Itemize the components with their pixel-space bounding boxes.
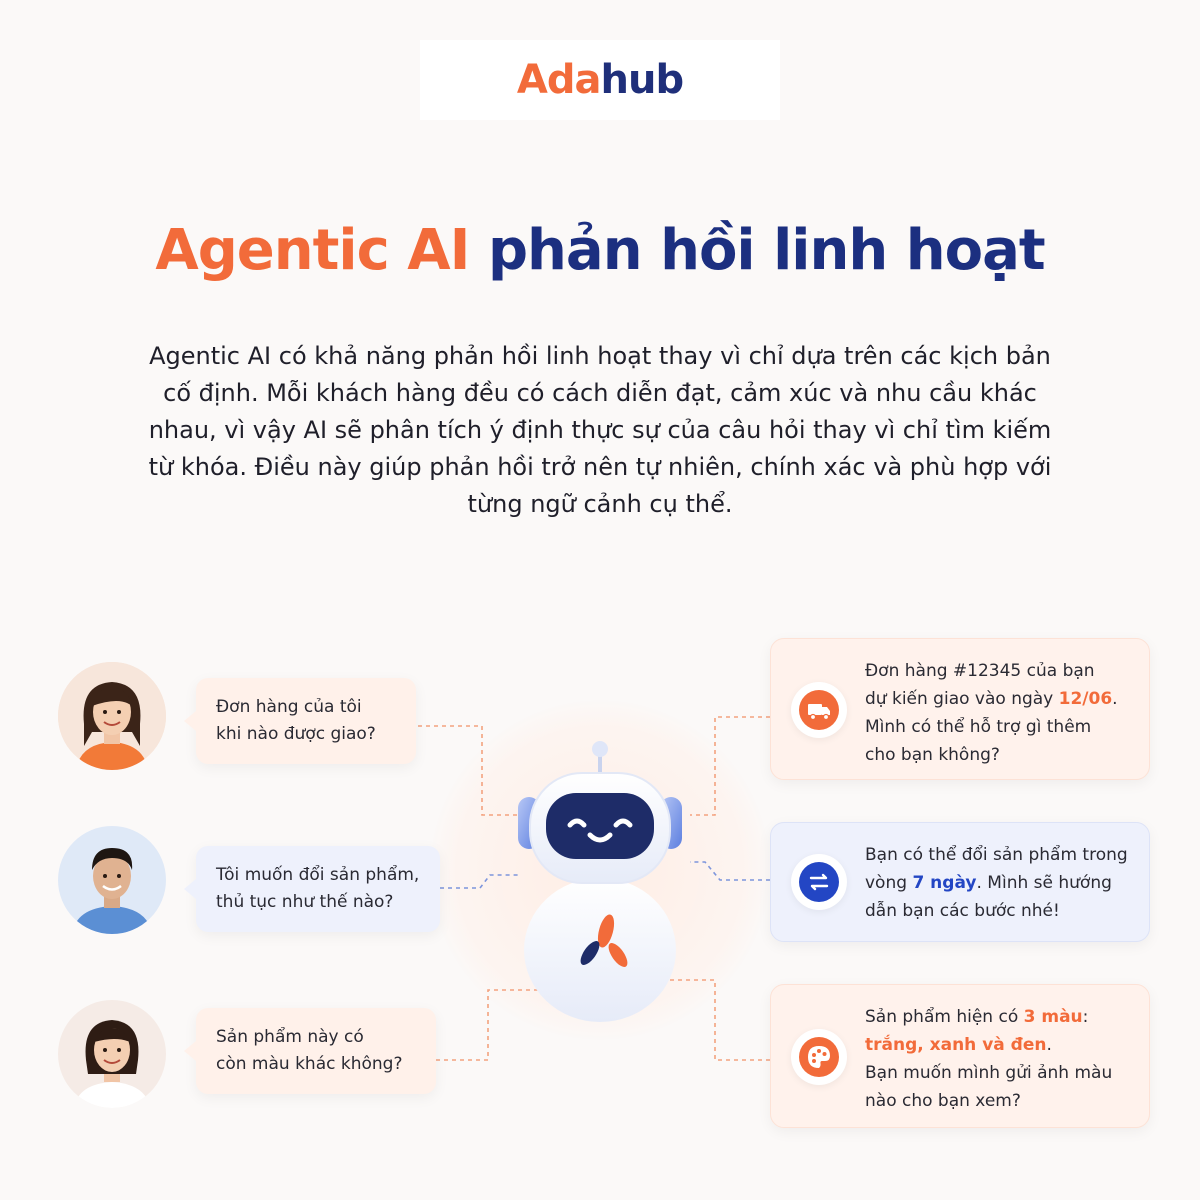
answer-3-line-1-text: Sản phẩm hiện có (865, 1007, 1024, 1027)
adahub-emblem-icon (580, 914, 628, 967)
answer-1-line-4: cho bạn không? (865, 745, 1000, 765)
question-2-line-1: Tôi muốn đổi sản phẩm, (216, 865, 420, 885)
connector-a3 (660, 979, 770, 1061)
avatar-illustration-1 (58, 662, 166, 770)
connector-q2 (440, 874, 520, 889)
connector-q3 (436, 989, 540, 1061)
answer-1-line-1: Đơn hàng #12345 của bạn (865, 661, 1095, 681)
answer-2-line-2-end: . Mình sẽ hướng (976, 873, 1112, 893)
answer-2-line-2: vòng 7 ngày. Mình sẽ hướng (865, 869, 1129, 897)
title-rest: phản hồi linh hoạt (487, 218, 1046, 283)
truck-icon-circle (791, 682, 847, 738)
answer-3-count-highlight: 3 màu (1023, 1007, 1083, 1027)
page-title: Agentic AI phản hồi linh hoạt (0, 218, 1200, 283)
question-3-line-1: Sản phẩm này có (216, 1027, 364, 1047)
truck-icon (799, 690, 839, 730)
avatar-illustration-3 (58, 1000, 166, 1108)
customer-avatar-woman-1 (58, 662, 166, 770)
palette-icon (799, 1037, 839, 1077)
answer-1-line-2: dự kiến giao vào ngày 12/06. (865, 685, 1129, 713)
answer-3-line-2: trắng, xanh và đen. (865, 1031, 1129, 1059)
adahub-logo: Adahub (516, 57, 685, 103)
answer-card-colors: Sản phẩm hiện có 3 màu: trắng, xanh và đ… (770, 984, 1150, 1128)
palette-icon-circle (791, 1029, 847, 1085)
logo-part-ada: Ada (516, 57, 602, 103)
answer-1-line-2-end: . (1112, 689, 1118, 709)
answer-2-days-highlight: 7 ngày (912, 873, 977, 893)
logo-part-hub: hub (600, 57, 685, 103)
question-bubble-exchange: Tôi muốn đổi sản phẩm, thủ tục như thế n… (184, 846, 440, 932)
question-bubble-colors: Sản phẩm này có còn màu khác không? (184, 1008, 436, 1094)
answer-3-line-2-end: . (1046, 1035, 1052, 1055)
question-2-line-2: thủ tục như thế nào? (216, 892, 394, 912)
question-1-line-1: Đơn hàng của tôi (216, 697, 362, 717)
answer-1-line-2-text: dự kiến giao vào ngày (865, 689, 1059, 709)
answer-1-line-3: Mình có thể hỗ trợ gì thêm (865, 717, 1092, 737)
logo-box: Adahub (420, 40, 780, 120)
exchange-icon (799, 862, 839, 902)
answer-2-line-1: Bạn có thể đổi sản phẩm trong (865, 845, 1128, 865)
answer-3-line-3: Bạn muốn mình gửi ảnh màu (865, 1063, 1113, 1083)
answer-2-line-3: dẫn bạn các bước nhé! (865, 901, 1060, 921)
answer-3-line-1-end: : (1082, 1007, 1089, 1027)
answer-1-date-highlight: 12/06 (1058, 689, 1113, 709)
answer-card-delivery: Đơn hàng #12345 của bạn dự kiến giao vào… (770, 638, 1150, 780)
connector-a1 (690, 716, 770, 816)
title-highlight: Agentic AI (155, 218, 470, 283)
avatar-illustration-2 (58, 826, 166, 934)
robot-mascot (518, 741, 682, 1022)
answer-3-line-4: nào cho bạn xem? (865, 1091, 1021, 1111)
connector-q1 (418, 725, 520, 816)
question-3-line-2: còn màu khác không? (216, 1054, 403, 1074)
customer-avatar-man (58, 826, 166, 934)
answer-2-line-2-text: vòng (865, 873, 913, 893)
connector-a2 (690, 861, 770, 881)
customer-avatar-woman-2 (58, 1000, 166, 1108)
description: Agentic AI có khả năng phản hồi linh hoạ… (148, 342, 1052, 518)
question-bubble-delivery: Đơn hàng của tôi khi nào được giao? (184, 678, 416, 764)
answer-card-exchange: Bạn có thể đổi sản phẩm trong vòng 7 ngà… (770, 822, 1150, 942)
question-1-line-2: khi nào được giao? (216, 724, 376, 744)
answer-3-colors-highlight: trắng, xanh và đen (865, 1035, 1047, 1055)
answer-3-line-1: Sản phẩm hiện có 3 màu: (865, 1003, 1129, 1031)
exchange-icon-circle (791, 854, 847, 910)
